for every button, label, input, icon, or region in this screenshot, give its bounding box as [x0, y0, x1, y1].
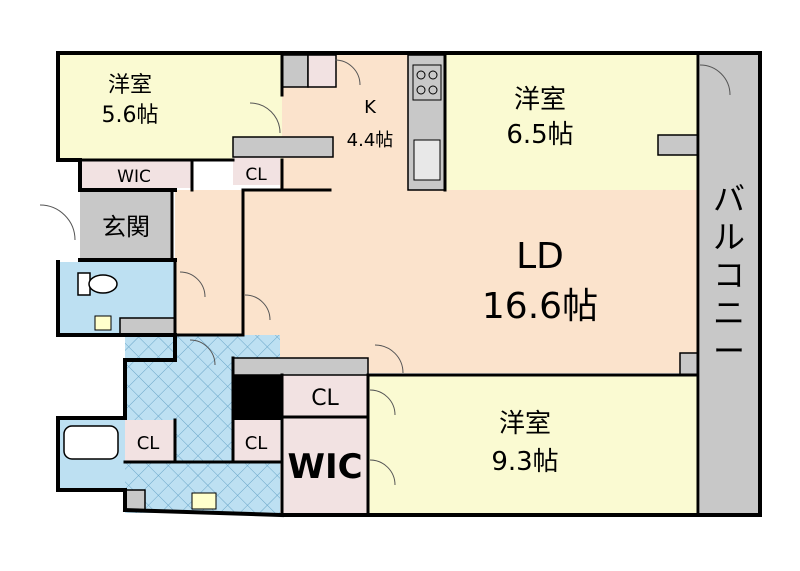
closet-bedroom3-floor	[282, 375, 368, 417]
room-name-ld: LD	[516, 236, 564, 277]
balcony-name: バルコニー	[713, 180, 745, 370]
closet-label-kitchen: CL	[245, 165, 267, 185]
closet-bath-floor	[125, 420, 175, 462]
room-name-kitchen: K	[364, 97, 377, 118]
closet-label-bedroom3: CL	[311, 386, 339, 411]
column-ld	[679, 352, 699, 376]
western-room-2-floor	[445, 55, 698, 190]
closet-wash-floor	[233, 420, 280, 462]
toilet-icon	[77, 272, 118, 296]
stove-icon	[412, 64, 442, 101]
balcony-area	[700, 55, 758, 513]
room-name-western-1: 洋室	[108, 73, 152, 98]
ld-floor	[243, 190, 698, 373]
western-room-3-floor	[368, 375, 698, 513]
shelf-toilet	[119, 317, 176, 336]
sink-icon	[413, 139, 441, 181]
storage-top	[281, 54, 309, 88]
room-size-ld: 16.6帖	[482, 286, 598, 327]
shelf-corridor	[175, 262, 195, 335]
toilet-sink-icon	[94, 315, 112, 331]
closet-label-wash: CL	[245, 433, 268, 454]
room-size-western-2: 6.5帖	[506, 120, 573, 150]
bathtub-icon	[63, 425, 119, 460]
walls	[56, 51, 762, 518]
room-name-western-3: 洋室	[499, 409, 551, 439]
corridor-shelf	[232, 357, 369, 376]
room-size-western-1: 5.6帖	[102, 103, 159, 128]
room-name-wic-large: WIC	[287, 447, 362, 487]
wic-small-floor	[80, 160, 192, 188]
pipe-space	[233, 375, 282, 420]
cabinet-1	[232, 136, 334, 158]
washbasin-icon	[191, 492, 217, 510]
storage-top-2	[307, 54, 337, 88]
room-name-entrance: 玄関	[102, 213, 150, 241]
room-name-western-2: 洋室	[514, 85, 566, 115]
room-name-wic-small: WIC	[117, 167, 151, 187]
wic-large-floor	[282, 417, 368, 513]
room-size-kitchen: 4.4帖	[347, 130, 394, 151]
cabinet-2	[657, 134, 699, 156]
door-swings	[39, 59, 731, 486]
entrance-floor	[80, 190, 172, 260]
washroom-shelf	[124, 489, 146, 511]
balcony-label: バルコニー	[713, 180, 745, 370]
room-size-western-3: 9.3帖	[491, 447, 558, 477]
closet-label-bath: CL	[137, 433, 160, 454]
